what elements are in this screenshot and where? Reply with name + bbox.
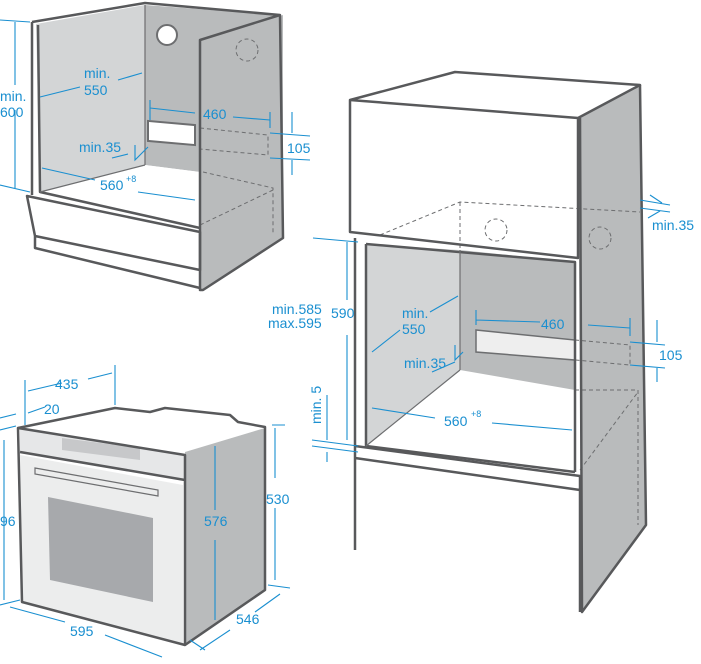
- cab2-width-tolerance: +8: [471, 409, 481, 419]
- right-side-panel: [578, 85, 646, 612]
- cab1-cutout-height: 105: [287, 140, 311, 156]
- left-wall: [36, 5, 145, 192]
- cab2-niche-max: max.595: [268, 315, 322, 331]
- vent-hole: [156, 24, 178, 46]
- oven-width: 595: [70, 623, 94, 639]
- display: [62, 438, 140, 460]
- cab1-height-label-1: min.: [0, 88, 26, 104]
- cab1-depth-label-1: min.: [84, 65, 110, 81]
- cab2-cutout-width: 460: [541, 316, 565, 332]
- cab2-depth-label-2: 550: [402, 321, 426, 337]
- cab2-rear-gap: min.35: [404, 355, 446, 371]
- oven-panel-20: 20: [44, 401, 60, 417]
- left-wall: [366, 244, 460, 446]
- oven-depth: 546: [236, 611, 260, 627]
- cab2-width: 560: [444, 413, 468, 429]
- cab2-depth-label-1: min.: [402, 305, 428, 321]
- cab1-height-label-2: 600: [0, 104, 24, 120]
- cab2-bottom-gap: min. 5: [308, 386, 324, 424]
- cab2-niche-min: min.585: [272, 301, 322, 317]
- tall-cabinet: [311, 70, 671, 614]
- oven-side-height: 530: [266, 491, 290, 507]
- cab1-width: 560: [100, 177, 124, 193]
- cab1-width-tolerance: +8: [126, 174, 136, 184]
- cab2-cutout-height: 105: [659, 347, 683, 363]
- cab1-depth-label-2: 550: [84, 82, 108, 98]
- cab2-top-gap: min.35: [652, 217, 694, 233]
- oven-window: [48, 497, 153, 602]
- oven-front-height: 96: [0, 513, 16, 529]
- oven-side: [185, 428, 265, 645]
- cab1-cutout-width: 460: [203, 106, 227, 122]
- oven-depth-435: 435: [55, 376, 79, 392]
- under-counter-cabinet: [0, 1, 311, 292]
- oven-body-height: 576: [204, 513, 228, 529]
- cab2-niche-height: 590: [331, 305, 355, 321]
- cab1-rear-gap: min.35: [79, 139, 121, 155]
- oven: [16, 406, 267, 647]
